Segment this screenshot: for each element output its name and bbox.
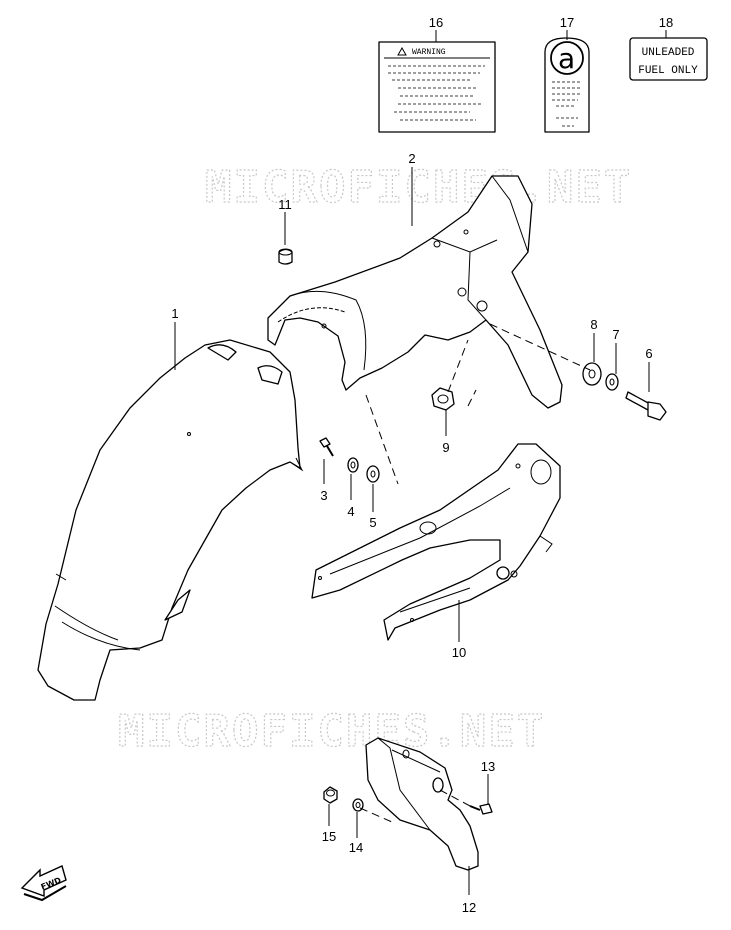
callout-6: 6 <box>645 346 652 361</box>
part-6-bolt <box>625 391 667 421</box>
watermark-bottom: MICROFICHES.NET <box>118 706 545 757</box>
part-7-washer <box>605 373 619 391</box>
callout-3: 3 <box>320 488 327 503</box>
callout-5: 5 <box>369 515 376 530</box>
part-10-bracket <box>311 443 561 641</box>
part-17-tag-label: a <box>544 37 590 133</box>
part-4-washer <box>347 457 359 473</box>
callout-13: 13 <box>481 759 495 774</box>
part-2-rear-cover <box>267 175 563 409</box>
callout-7: 7 <box>612 327 619 342</box>
callout-11: 11 <box>278 197 292 212</box>
callout-16: 16 <box>429 15 443 30</box>
unleaded-line-1: UNLEADED <box>642 47 695 59</box>
part-9-nut <box>431 387 455 411</box>
part-5-washer <box>366 465 380 483</box>
callout-14: 14 <box>349 840 363 855</box>
part-3-bolt <box>319 437 334 457</box>
part-18-fuel-label: UNLEADED FUEL ONLY <box>629 37 708 81</box>
callout-2: 2 <box>408 151 415 166</box>
callout-4: 4 <box>347 504 354 519</box>
fwd-arrow-icon: FWD <box>20 865 67 902</box>
callout-15: 15 <box>322 829 336 844</box>
callout-18: 18 <box>659 15 673 30</box>
part-8-washer <box>582 362 602 386</box>
callout-12: 12 <box>462 900 476 915</box>
callout-17: 17 <box>560 15 574 30</box>
assembly-lines <box>359 323 591 823</box>
part-1-rear-fender <box>37 339 304 701</box>
callout-9: 9 <box>442 440 449 455</box>
cap-letter: a <box>558 42 575 75</box>
callout-1: 1 <box>171 306 178 321</box>
warning-title: WARNING <box>412 48 446 57</box>
part-16-warning-label: WARNING <box>378 41 496 133</box>
callout-8: 8 <box>590 317 597 332</box>
callout-leaders <box>174 30 667 895</box>
part-12-lower-bracket <box>365 737 479 871</box>
part-15-nut <box>323 786 338 804</box>
watermark-top: MICROFICHES.NET <box>205 162 632 213</box>
callout-numbers: 1 2 3 4 5 6 7 8 9 10 11 12 13 14 15 16 1… <box>171 15 673 915</box>
part-13-bolt <box>469 803 493 815</box>
unleaded-line-2: FUEL ONLY <box>638 65 698 77</box>
part-11-nut <box>278 248 293 265</box>
callout-10: 10 <box>452 645 466 660</box>
